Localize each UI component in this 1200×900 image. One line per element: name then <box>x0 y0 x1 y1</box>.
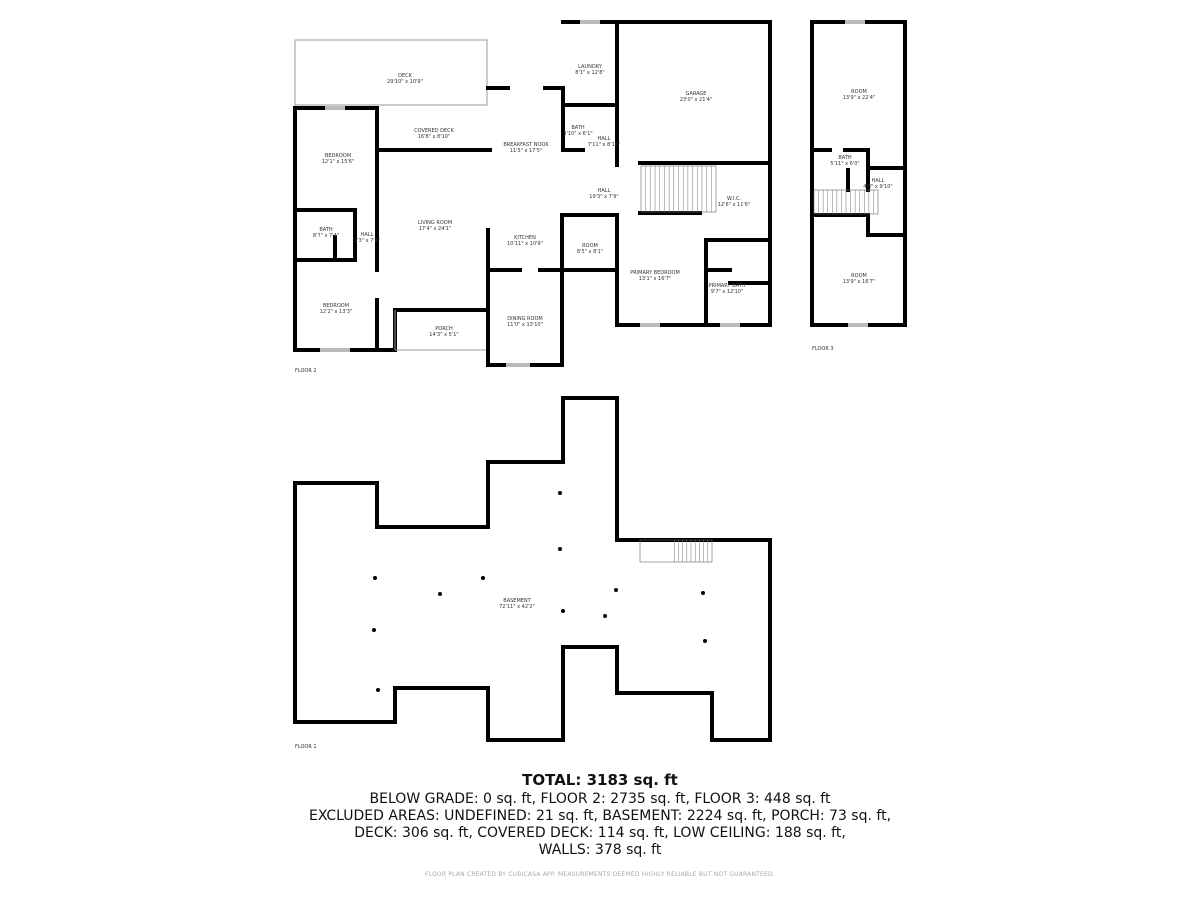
wall <box>486 161 772 367</box>
room-name: ROOM <box>851 273 867 279</box>
room-dimensions: 19'3" x 7'9" <box>589 194 618 200</box>
room-dimensions: 12'1" x 15'6" <box>322 159 355 165</box>
room-dimensions: 12'2" x 13'3" <box>320 309 353 315</box>
room-name: PRIMARY BATH <box>709 283 746 289</box>
room-name: KITCHEN <box>514 235 536 241</box>
room-name: HALL <box>598 188 611 194</box>
support-column <box>376 688 380 692</box>
room-name: PORCH <box>435 326 453 332</box>
room-name: GARAGE <box>686 91 707 97</box>
support-column <box>558 547 562 551</box>
room-dimensions: 17'4" x 24'1" <box>419 226 452 232</box>
room-dimensions: 11'5" x 17'5" <box>510 148 543 154</box>
support-column <box>701 591 705 595</box>
area-summary-line: EXCLUDED AREAS: UNDEFINED: 21 sq. ft, BA… <box>308 808 892 824</box>
wall <box>293 208 357 262</box>
room-dimensions: 11'0" x 13'10" <box>507 322 543 328</box>
room-name: ROOM <box>582 243 598 249</box>
room-name: DINING ROOM <box>507 316 542 322</box>
room-dimensions: 13'1" x 16'7" <box>639 276 672 282</box>
room-dimensions: 29'10" x 10'9" <box>387 79 423 85</box>
floor-2-label: FLOOR 2 <box>295 368 317 374</box>
support-column <box>561 609 565 613</box>
room-dimensions: 8'1" x 12'8" <box>575 70 604 76</box>
room-dimensions: 16'8" x 8'10" <box>418 134 451 140</box>
area-summary-line: BELOW GRADE: 0 sq. ft, FLOOR 2: 2735 sq.… <box>369 791 831 807</box>
support-column <box>481 576 485 580</box>
stairs <box>640 165 717 213</box>
room-dimensions: 13'9" x 16'7" <box>843 279 876 285</box>
room-name: DECK <box>398 73 413 79</box>
support-column <box>558 491 562 495</box>
room-name: BATH <box>319 227 333 233</box>
floor-3-label: FLOOR 3 <box>812 346 834 352</box>
room-name: HALL <box>872 178 885 184</box>
room-dimensions: 10'11" x 10'9" <box>507 241 543 247</box>
basement-outline <box>293 396 772 742</box>
porch-outline <box>394 310 488 351</box>
room-name: BEDROOM <box>325 153 351 159</box>
support-column <box>373 576 377 580</box>
floor-1-plan <box>293 396 772 742</box>
support-column <box>703 639 707 643</box>
room-dimensions: 12'6" x 11'6" <box>718 202 751 208</box>
floor-1-label: FLOOR 1 <box>295 744 317 750</box>
floor-3-plan <box>810 20 907 327</box>
stairs <box>639 539 713 563</box>
wall <box>810 148 907 237</box>
room-dimensions: 5'11" x 6'0" <box>830 161 859 167</box>
floor-2-plan <box>293 20 772 367</box>
support-column <box>614 588 618 592</box>
room-dimensions: 8'5" x 8'1" <box>577 249 603 255</box>
room-dimensions: 72'11" x 42'2" <box>499 604 535 610</box>
room-dimensions: 23'0" x 21'4" <box>680 97 713 103</box>
room-name: BATH <box>838 155 852 161</box>
room-name: BASEMENT <box>503 598 531 604</box>
room-dimensions: 3'3" x 7'4" <box>354 238 380 244</box>
support-column <box>438 592 442 596</box>
room-name: COVERED DECK <box>414 128 454 134</box>
room-name: BATH <box>571 125 585 131</box>
room-name: PRIMARY BEDROOM <box>630 270 680 276</box>
room-name: ROOM <box>851 89 867 95</box>
room-dimensions: 3'10" x 6'1" <box>563 131 592 137</box>
room-dimensions: 8'7" x 7'4" <box>313 233 339 239</box>
total-area: TOTAL: 3183 sq. ft <box>522 771 678 789</box>
room-name: HALL <box>361 232 374 238</box>
room-name: HALL <box>598 136 611 142</box>
room-name: BEDROOM <box>323 303 349 309</box>
room-name: W.I.C. <box>727 196 742 202</box>
wall <box>704 238 772 327</box>
wall <box>486 20 772 167</box>
room-dimensions: 4'8" x 9'10" <box>863 184 892 190</box>
room-name: BREAKFAST NOOK <box>503 142 549 148</box>
area-summary-line: WALLS: 378 sq. ft <box>538 842 662 858</box>
area-summary-line: DECK: 306 sq. ft, COVERED DECK: 114 sq. … <box>354 825 846 841</box>
room-dimensions: 13'9" x 22'4" <box>843 95 876 101</box>
support-column <box>372 628 376 632</box>
room-dimensions: 14'3" x 5'1" <box>429 332 458 338</box>
deck-outline <box>294 39 488 106</box>
disclaimer: FLOOR PLAN CREATED BY CUBICASA APP. MEAS… <box>425 871 775 878</box>
room-name: LAUNDRY <box>578 64 603 70</box>
room-dimensions: 9'7" x 12'10" <box>711 289 744 295</box>
room-dimensions: 7'11" x 8'10" <box>588 142 621 148</box>
room-name: LIVING ROOM <box>418 220 452 226</box>
support-column <box>603 614 607 618</box>
